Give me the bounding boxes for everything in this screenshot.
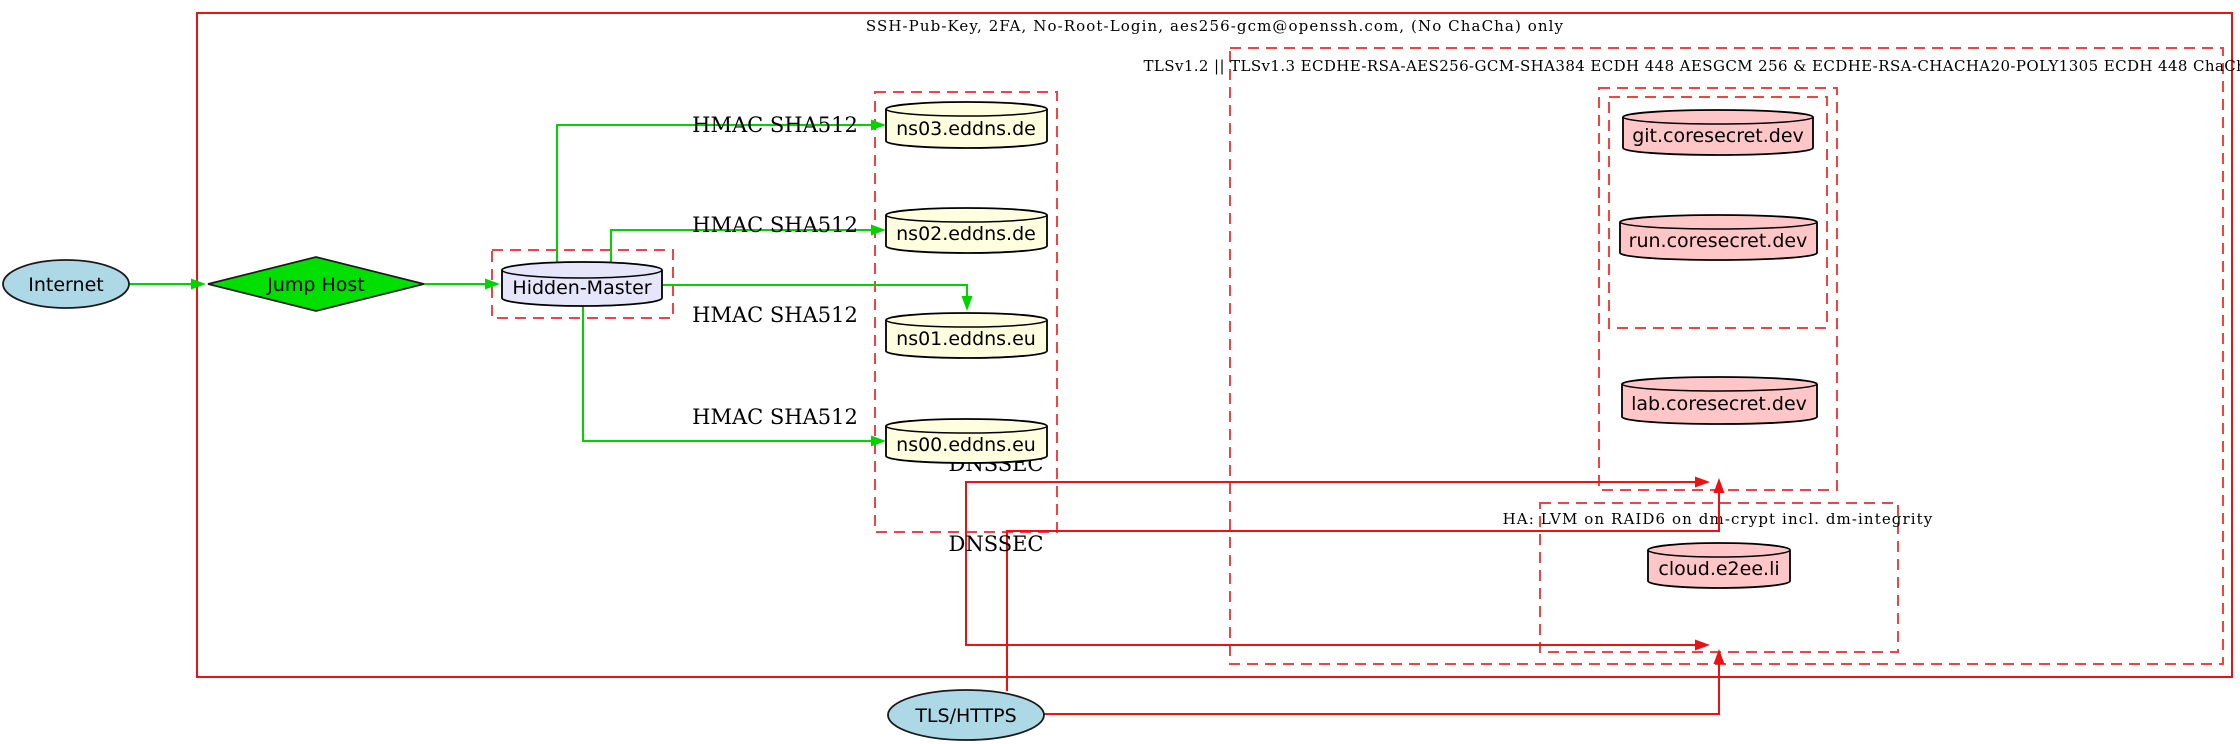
node-internet: Internet xyxy=(2,259,130,309)
node-hidden-master: Hidden-Master xyxy=(501,261,663,307)
node-ns03-label: ns03.eddns.de xyxy=(896,118,1036,140)
node-cloud-e2ee: cloud.e2ee.li xyxy=(1647,542,1791,589)
edge-label-hmac-ns00: HMAC SHA512 xyxy=(692,405,858,429)
edge-label-hmac-ns01: HMAC SHA512 xyxy=(692,303,858,327)
arrowhead-up xyxy=(1713,478,1725,493)
node-jump-host: Jump Host xyxy=(207,256,425,312)
arrowhead-right xyxy=(485,278,500,290)
jump-host-diamond xyxy=(207,256,425,312)
cluster-ssh-box xyxy=(196,12,2233,678)
arrowhead-right xyxy=(1695,476,1710,488)
edge-hiddenmaster-to-ns01 xyxy=(662,284,973,311)
edge-tls-to-ha-cloud xyxy=(1044,649,1725,715)
node-git-coresecret: git.coresecret.dev xyxy=(1622,109,1814,156)
node-tls-https-label: TLS/HTTPS xyxy=(914,705,1016,727)
arrowhead-right xyxy=(871,119,886,131)
edge-label-dnssec-2: DNSSEC xyxy=(948,532,1043,556)
arrowhead-up xyxy=(1713,649,1725,664)
edge-dnssec-to-coresecret xyxy=(965,476,1710,651)
arrowhead-down xyxy=(961,296,973,311)
node-lab-coresecret: lab.coresecret.dev xyxy=(1621,376,1818,425)
edge-hiddenmaster-to-ns03 xyxy=(556,119,886,262)
node-internet-label: Internet xyxy=(28,274,103,296)
cluster-hidden-master-box xyxy=(491,249,674,319)
node-cloud-label: cloud.e2ee.li xyxy=(1658,558,1779,580)
arrowhead-right xyxy=(871,224,886,236)
internet-ellipse xyxy=(2,259,130,309)
node-lab-label: lab.coresecret.dev xyxy=(1631,393,1807,415)
node-tls-https: TLS/HTTPS xyxy=(887,689,1045,741)
node-jump-host-label: Jump Host xyxy=(266,274,365,296)
arrowhead-right xyxy=(871,435,886,447)
cluster-gitrun-box xyxy=(1608,96,1828,329)
cluster-ha-label: HA: LVM on RAID6 on dm-crypt incl. dm-in… xyxy=(1503,510,1934,528)
edge-tls-to-coresecret xyxy=(1006,478,1725,691)
node-ns00-label: ns00.eddns.eu xyxy=(896,434,1036,456)
node-ns02-label: ns02.eddns.de xyxy=(896,223,1036,245)
tls-https-ellipse xyxy=(887,689,1045,741)
node-ns00: ns00.eddns.eu xyxy=(885,418,1048,464)
edge-label-hmac-ns02: HMAC SHA512 xyxy=(692,213,858,237)
arrowhead-right xyxy=(1695,639,1710,651)
edge-internet-to-jumphost xyxy=(129,278,206,290)
node-run-label: run.coresecret.dev xyxy=(1629,230,1808,252)
node-ns01-label: ns01.eddns.eu xyxy=(896,328,1036,350)
edge-jumphost-to-hiddenmaster xyxy=(424,278,500,290)
cluster-ssh-label: SSH-Pub-Key, 2FA, No-Root-Login, aes256-… xyxy=(866,17,1564,35)
cluster-tls-label: TLSv1.2 || TLSv1.3 ECDHE-RSA-AES256-GCM-… xyxy=(1144,57,2240,75)
edge-hiddenmaster-to-ns00 xyxy=(582,306,886,447)
node-run-coresecret: run.coresecret.dev xyxy=(1619,214,1818,261)
node-ns01: ns01.eddns.eu xyxy=(885,312,1048,359)
cluster-tls-box xyxy=(1229,47,2224,665)
node-hidden-master-label: Hidden-Master xyxy=(512,277,651,299)
edge-label-hmac-ns03: HMAC SHA512 xyxy=(692,113,858,137)
node-git-label: git.coresecret.dev xyxy=(1632,125,1804,147)
node-ns02: ns02.eddns.de xyxy=(885,207,1048,254)
arrowhead-right xyxy=(191,278,206,290)
node-ns03: ns03.eddns.de xyxy=(885,101,1048,149)
edge-hiddenmaster-to-ns02 xyxy=(610,224,886,262)
